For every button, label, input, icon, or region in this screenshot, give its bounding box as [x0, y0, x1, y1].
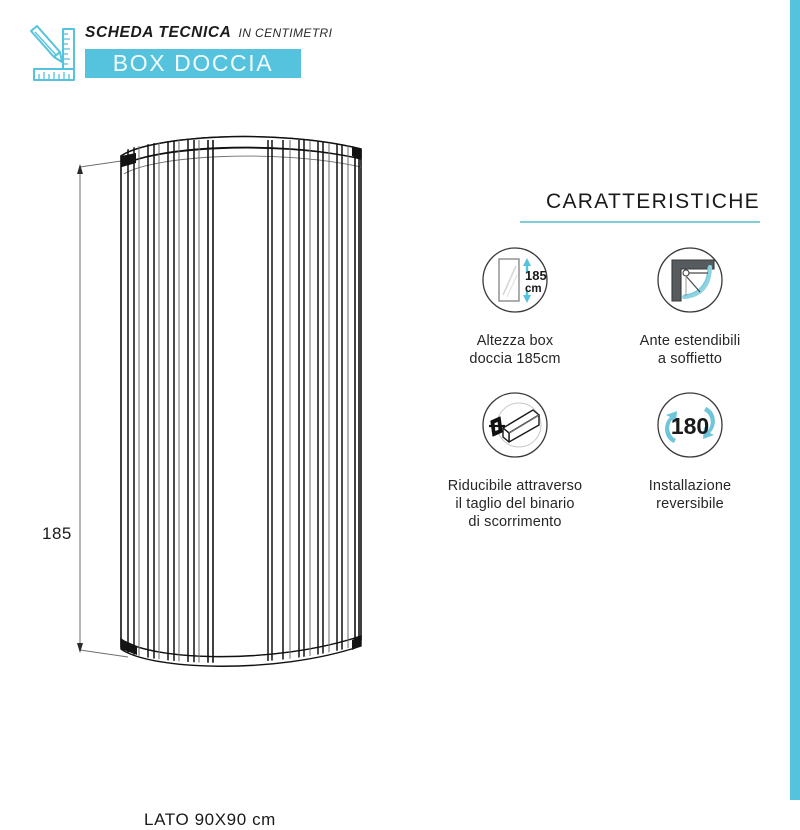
feature-caption-line1: Ante estendibili	[639, 333, 741, 349]
page-title: SCHEDA TECNICA	[85, 24, 232, 41]
base-dimension-label: LATO 90X90 cm	[144, 810, 276, 829]
feature-caption-line1: Installazione	[648, 478, 732, 494]
features-heading: CARATTERISTICHE	[546, 190, 760, 213]
feature-caption-line2: a soffietto	[657, 351, 723, 368]
cut-rail-icon	[482, 392, 548, 458]
page-header: SCHEDA TECNICA IN CENTIMETRI BOX DOCCIA	[0, 0, 800, 100]
feature-caption: Riducibile attraverso il taglio del bina…	[430, 477, 600, 531]
feature-caption-line2: doccia 185cm	[469, 351, 561, 368]
feature-item-cuttable-rail: Riducibile attraverso il taglio del bina…	[430, 385, 600, 531]
shower-enclosure-drawing	[77, 135, 362, 667]
feature-caption-line2: reversibile	[656, 496, 724, 513]
header-title-row: SCHEDA TECNICA IN CENTIMETRI	[85, 24, 332, 42]
glass-panel-height-icon: 185 cm	[482, 247, 548, 313]
right-edge-accent-strip	[790, 0, 800, 800]
feature-caption-line1: Altezza box	[476, 333, 554, 349]
accordion-panel-lines	[127, 140, 360, 663]
feature-badge-value: 180	[671, 413, 709, 439]
feature-caption-line2: il taglio del binario	[455, 496, 575, 513]
features-panel: CARATTERISTICHE 185 cm	[430, 150, 790, 550]
feature-item-reversible: 180 Installazione reversibile	[605, 385, 775, 513]
feature-caption: Ante estendibili a soffietto	[605, 332, 775, 368]
feature-caption-line1: Riducibile attraverso	[447, 478, 583, 494]
drawing-area: 185 LATO 90X90 cm	[0, 120, 420, 829]
page-subtitle: IN CENTIMETRI	[238, 26, 333, 40]
feature-caption-line3: di scorrimento	[468, 514, 562, 531]
height-dimension-line	[77, 159, 129, 658]
height-dimension-label: 185	[42, 524, 72, 543]
product-banner-label: BOX DOCCIA	[112, 50, 274, 76]
feature-badge-value: 185	[525, 268, 547, 283]
features-heading-rule	[520, 221, 760, 223]
feature-caption: Altezza box doccia 185cm	[430, 332, 600, 368]
feature-caption: Installazione reversibile	[605, 477, 775, 513]
feature-item-folding-doors: Ante estendibili a soffietto	[605, 240, 775, 368]
feature-item-height: 185 cm Altezza box doccia 185cm	[430, 240, 600, 368]
product-banner: BOX DOCCIA	[85, 49, 301, 78]
pencil-ruler-icon	[30, 25, 75, 81]
folding-door-corner-icon	[657, 247, 723, 313]
feature-badge-unit: cm	[525, 283, 542, 295]
rotate-180-icon: 180	[657, 392, 723, 458]
